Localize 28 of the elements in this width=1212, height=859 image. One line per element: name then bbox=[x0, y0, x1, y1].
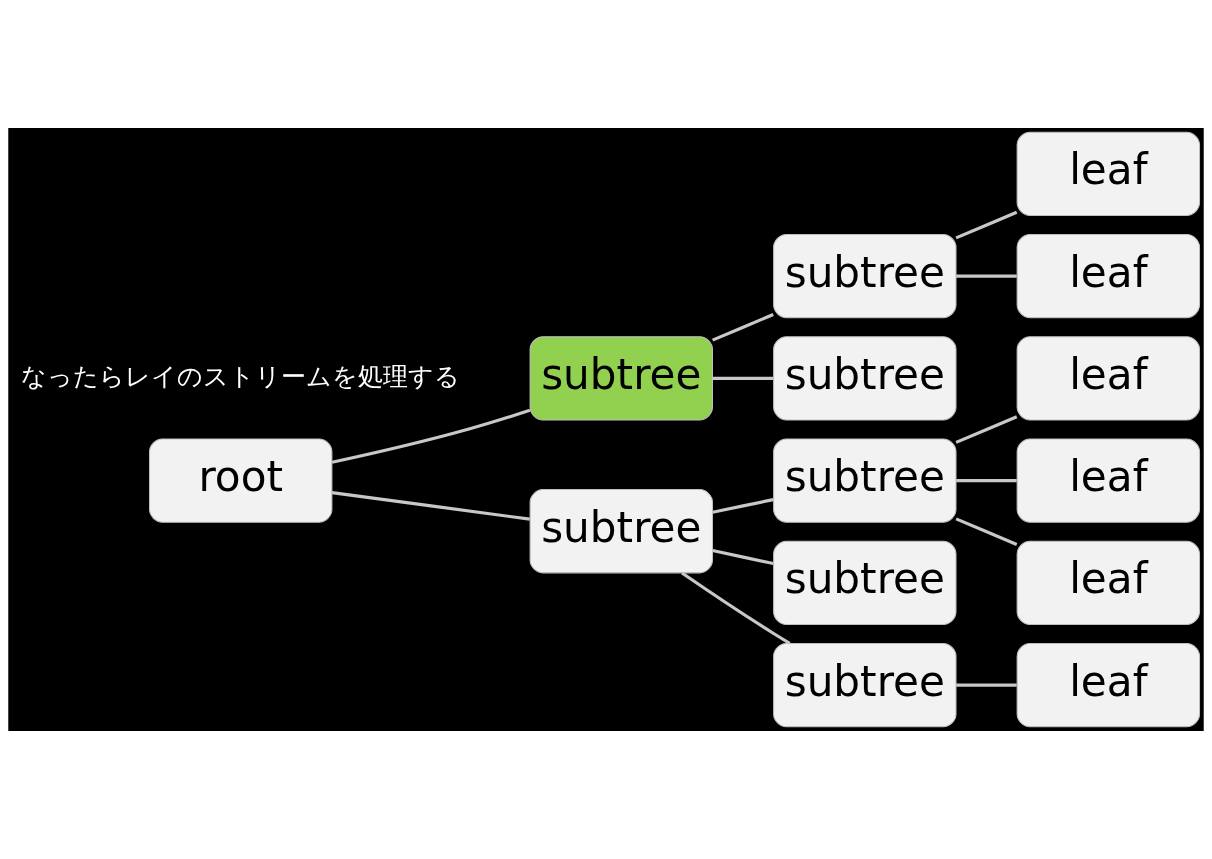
connector bbox=[956, 274, 1017, 278]
connector bbox=[681, 571, 791, 645]
connector bbox=[712, 376, 774, 380]
node-box: subtree bbox=[773, 642, 957, 728]
connector bbox=[331, 408, 531, 464]
node-box: subtree bbox=[773, 233, 957, 319]
node-box: subtree bbox=[773, 438, 957, 523]
node-box: subtree bbox=[529, 489, 713, 574]
node-box: subtree bbox=[773, 540, 957, 626]
node-box: leaf bbox=[1016, 540, 1201, 626]
connector bbox=[955, 415, 1018, 444]
connector bbox=[711, 313, 774, 342]
node-box: leaf bbox=[1016, 642, 1201, 728]
connector bbox=[331, 491, 530, 521]
node-box: subtree bbox=[529, 336, 713, 421]
node-box: root bbox=[149, 438, 333, 523]
connector bbox=[956, 683, 1017, 687]
connector bbox=[712, 549, 774, 566]
node-box: subtree bbox=[773, 336, 957, 421]
node-box: leaf bbox=[1016, 336, 1201, 421]
connector bbox=[956, 479, 1017, 483]
node-box: leaf bbox=[1016, 131, 1201, 217]
connector bbox=[955, 517, 1018, 546]
node-box: leaf bbox=[1016, 438, 1201, 523]
label: なったらレイのストリームを処理する bbox=[21, 361, 461, 391]
connector bbox=[712, 498, 774, 514]
node-box: leaf bbox=[1016, 233, 1201, 319]
connector bbox=[955, 210, 1018, 240]
